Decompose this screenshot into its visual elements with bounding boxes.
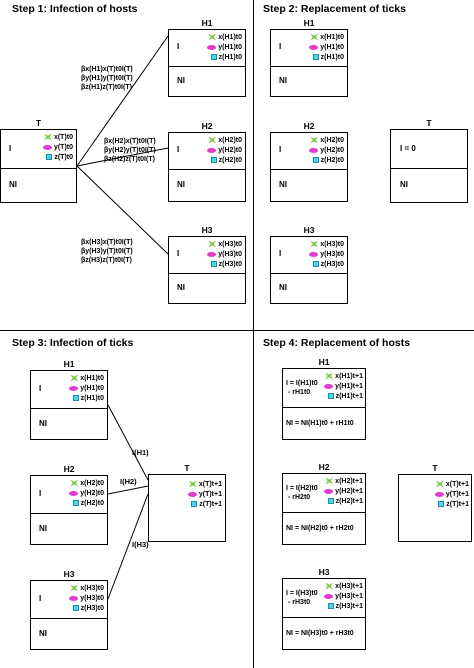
- z-square-icon: [210, 261, 217, 267]
- z-square-icon: [72, 605, 79, 611]
- host-box-h2-step2: I NI x(H2)t0 y(H2)t0 z(H2)t0: [270, 132, 348, 202]
- y-ellipse-icon: [69, 385, 79, 391]
- step1-title: Step 1: Infection of hosts: [12, 3, 138, 15]
- node-label-h2: H2: [201, 121, 213, 131]
- edge-label-h2: I(H2): [120, 477, 137, 486]
- y-ellipse-icon: [69, 490, 79, 496]
- host-box-h2-step4: I = I(H2)t0 - rH2t0 x(H2)t+1 y(H2)t+1 z(…: [282, 473, 366, 545]
- x-star-icon: [435, 480, 444, 488]
- host-box-h1-step1: I NI x(H1)t0 y(H1)t0 z(H1)t0: [168, 29, 246, 97]
- y-ellipse-icon: [324, 488, 334, 494]
- y-ellipse-icon: [187, 491, 197, 497]
- z-square-icon: [72, 395, 79, 401]
- z-square-icon: [327, 498, 334, 504]
- label-infected: I: [9, 144, 12, 153]
- host-box-h2-step1: I NI x(H2)t0 y(H2)t0 z(H2)t0: [168, 132, 246, 202]
- x-star-icon: [325, 582, 334, 590]
- tick-box-step4: x(T)t+1 y(T)t+1 z(T)t+1: [398, 474, 472, 542]
- x-star-icon: [310, 33, 319, 41]
- z-square-icon: [72, 500, 79, 506]
- host-box-h1-step2: I NI x(H1)t0 y(H1)t0 z(H1)t0: [270, 29, 348, 97]
- x-star-icon: [325, 477, 334, 485]
- x-star-icon: [43, 133, 52, 141]
- y-ellipse-icon: [69, 595, 79, 601]
- step2-title: Step 2: Replacement of ticks: [263, 3, 406, 15]
- host-box-h2-step3: I NI x(H2)t0 y(H2)t0 z(H2)t0: [30, 475, 108, 545]
- node-label-t: T: [35, 118, 42, 128]
- z-square-icon: [312, 157, 319, 163]
- host-box-h3-step4: I = I(H3)t0 - rH3t0 x(H3)t+1 y(H3)t+1 z(…: [282, 578, 366, 650]
- x-star-icon: [310, 240, 319, 248]
- y-ellipse-icon: [434, 491, 444, 497]
- label-i-zero: I = 0: [400, 144, 416, 153]
- y-ellipse-icon: [324, 593, 334, 599]
- y-ellipse-icon: [207, 147, 217, 153]
- x-star-icon: [208, 33, 217, 41]
- z-square-icon: [312, 54, 319, 60]
- host-box-h3-step2: I NI x(H3)t0 y(H3)t0 z(H3)t0: [270, 236, 348, 304]
- x-star-icon: [70, 374, 79, 382]
- x-star-icon: [208, 136, 217, 144]
- y-ellipse-icon: [309, 251, 319, 257]
- edge-label-h1: I(H1): [132, 448, 149, 457]
- z-square-icon: [191, 501, 198, 507]
- host-box-h1-step4: I = I(H1)t0 - rH1t0 x(H1)t+1 y(H1)t+1 z(…: [282, 368, 366, 440]
- tick-box-step2: I = 0 NI: [390, 129, 468, 203]
- formula-h1: βx(H1)x(T)t0I(T) βy(H1)y(T)t0I(T) βz(H1)…: [81, 66, 133, 91]
- y-ellipse-icon: [324, 383, 334, 389]
- x-star-icon: [70, 479, 79, 487]
- node-label-h1: H1: [201, 18, 213, 28]
- label-not-infected: NI: [9, 180, 17, 189]
- x-star-icon: [310, 136, 319, 144]
- z-square-icon: [327, 393, 334, 399]
- y-ellipse-icon: [42, 144, 52, 150]
- tick-box-step3: x(T)t+1 y(T)t+1 z(T)t+1: [148, 474, 226, 542]
- z-square-icon: [438, 501, 445, 507]
- step3-title: Step 3: Infection of ticks: [12, 337, 134, 349]
- z-square-icon: [210, 54, 217, 60]
- y-ellipse-icon: [207, 251, 217, 257]
- host-box-h3-step3: I NI x(H3)t0 y(H3)t0 z(H3)t0: [30, 580, 108, 650]
- z-square-icon: [312, 261, 319, 267]
- host-box-h3-step1: I NI x(H3)t0 y(H3)t0 z(H3)t0: [168, 236, 246, 304]
- x-star-icon: [325, 372, 334, 380]
- y-ellipse-icon: [207, 44, 217, 50]
- edge-label-h3: I(H3): [132, 540, 149, 549]
- var-list: x(T)t0 y(T)t0 z(T)t0: [42, 132, 73, 162]
- vertical-divider: [253, 0, 254, 668]
- x-star-icon: [70, 584, 79, 592]
- horizontal-divider: [0, 330, 474, 331]
- z-square-icon: [46, 154, 53, 160]
- tick-box-step1: I NI x(T)t0 y(T)t0 z(T)t0: [0, 129, 77, 203]
- x-star-icon: [188, 480, 197, 488]
- x-star-icon: [208, 240, 217, 248]
- host-box-h1-step3: I NI x(H1)t0 y(H1)t0 z(H1)t0: [30, 370, 108, 440]
- z-square-icon: [327, 603, 334, 609]
- y-ellipse-icon: [309, 147, 319, 153]
- step4-title: Step 4: Replacement of hosts: [263, 337, 411, 349]
- y-ellipse-icon: [309, 44, 319, 50]
- node-label-h3: H3: [201, 225, 213, 235]
- z-square-icon: [210, 157, 217, 163]
- formula-h3: βx(H3)x(T)t0I(T) βy(H3)y(T)t0I(T) βz(H3)…: [81, 239, 133, 264]
- formula-h2: βx(H2)x(T)t0I(T) βy(H2)y(T)t0I(T) βz(H2)…: [104, 138, 156, 163]
